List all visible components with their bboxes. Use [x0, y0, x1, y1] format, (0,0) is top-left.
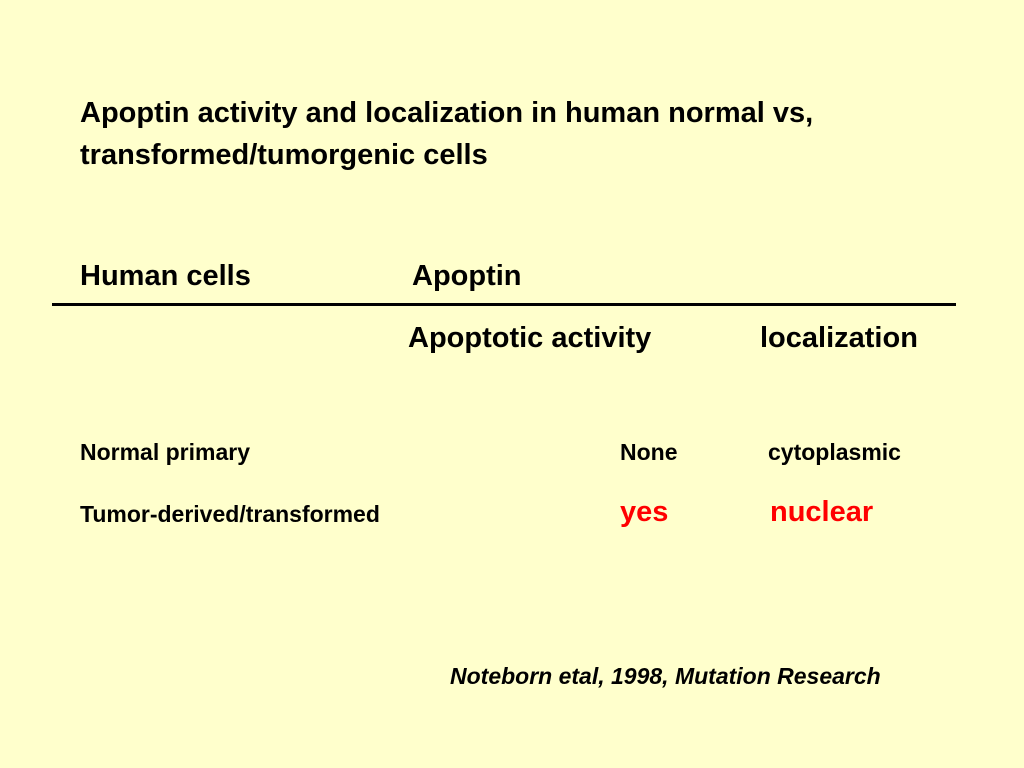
header-divider: [52, 303, 956, 306]
header-human-cells: Human cells: [80, 260, 251, 292]
citation: Noteborn etal, 1998, Mutation Research: [450, 663, 881, 689]
row-normal-primary-cell: Normal primary: [80, 439, 251, 465]
header-apoptin: Apoptin: [412, 260, 522, 292]
row-tumor-derived-activity: yes: [620, 496, 669, 528]
slide-title: Apoptin activity and localization in hum…: [80, 92, 980, 176]
row-tumor-derived-localization: nuclear: [770, 496, 874, 528]
row-normal-primary-localization: cytoplasmic: [768, 439, 901, 465]
subheader-apoptotic-activity: Apoptotic activity: [408, 322, 652, 354]
subheader-localization: localization: [760, 322, 918, 354]
row-tumor-derived-cell: Tumor-derived/transformed: [80, 501, 380, 527]
row-normal-primary-activity: None: [620, 439, 678, 465]
title-line-2: transformed/tumorgenic cells: [80, 139, 488, 171]
title-line-1: Apoptin activity and localization in hum…: [80, 97, 814, 129]
